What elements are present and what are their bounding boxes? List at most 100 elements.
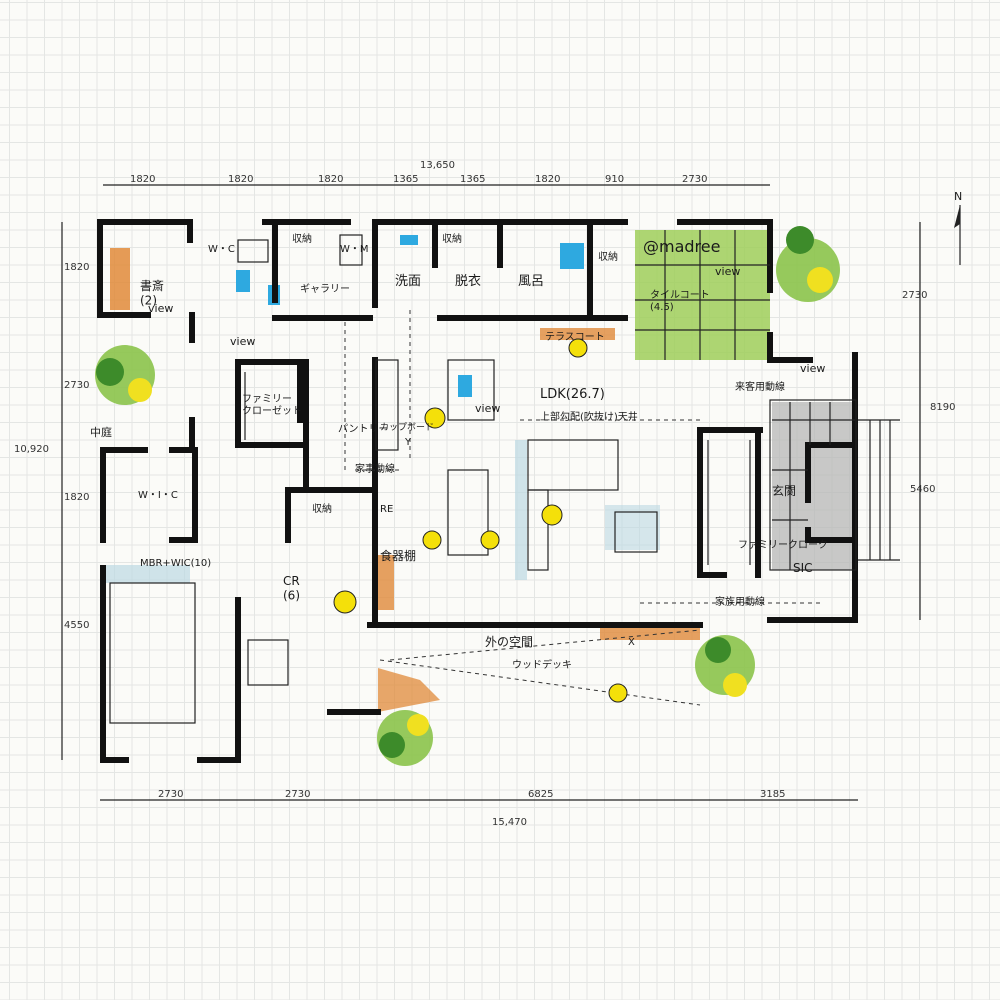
label-entrance: 玄関 bbox=[772, 483, 796, 498]
sofa-side bbox=[527, 489, 549, 571]
label-cr: CR(6) bbox=[283, 574, 300, 602]
label-tile-court: タイルコート(4.5) bbox=[650, 289, 710, 313]
annotations: view view view view view 家事動線 家族用動線 来客用動… bbox=[148, 265, 825, 648]
label-sic: SIC bbox=[793, 561, 813, 575]
label-family-cloak: ファミリークローク bbox=[738, 539, 828, 551]
label-cupboard: カップボード bbox=[380, 422, 434, 433]
svg-text:2730: 2730 bbox=[682, 174, 707, 185]
svg-text:2730: 2730 bbox=[285, 789, 310, 800]
label-wood-deck: ウッドデッキ bbox=[512, 658, 572, 671]
tree-south bbox=[377, 710, 433, 766]
svg-text:1365: 1365 bbox=[460, 174, 485, 185]
svg-text:2730: 2730 bbox=[158, 789, 183, 800]
label-washroom: 洗面 bbox=[395, 274, 421, 289]
svg-text:1820: 1820 bbox=[228, 174, 253, 185]
coffee-table bbox=[614, 511, 658, 553]
svg-text:8190: 8190 bbox=[930, 402, 955, 413]
deck-fill-1 bbox=[600, 625, 700, 640]
label-pantry: パントリー bbox=[338, 423, 389, 435]
annot-family-route: 家族用動線 bbox=[715, 595, 765, 608]
people-markers bbox=[333, 338, 628, 703]
view-label-2: view bbox=[230, 335, 255, 348]
dim-top-total: 13,650 bbox=[420, 160, 455, 171]
label-gallery: ギャラリー bbox=[300, 283, 350, 295]
label-courtyard: 中庭 bbox=[90, 425, 112, 439]
label-storage-1: 収納 bbox=[292, 232, 312, 245]
wood-counter-fill bbox=[540, 328, 615, 340]
label-wc-top: W・C bbox=[208, 244, 235, 255]
annot-y-mark: Y bbox=[404, 437, 412, 448]
svg-text:2730: 2730 bbox=[902, 290, 927, 301]
dim-top-segments: 1820 1820 1820 1365 1365 1820 910 2730 bbox=[130, 174, 707, 185]
svg-text:4550: 4550 bbox=[64, 620, 89, 631]
bed bbox=[109, 582, 196, 724]
kitchen-blue bbox=[458, 375, 472, 397]
view-label-4: view bbox=[715, 265, 740, 278]
label-outdoor-space: 外の空間 bbox=[485, 635, 533, 649]
tree-north-east bbox=[776, 226, 840, 302]
annot-guest-route: 来客用動線 bbox=[735, 380, 785, 393]
deck-fill-2 bbox=[378, 668, 440, 712]
chair bbox=[247, 639, 289, 686]
walls bbox=[97, 219, 858, 763]
dim-left-segments: 1820 2730 1820 4550 bbox=[64, 262, 89, 631]
view-label-5: view bbox=[800, 362, 825, 375]
fixtures-and-furniture bbox=[109, 230, 900, 724]
svg-text:1820: 1820 bbox=[318, 174, 343, 185]
annot-x-mark: X bbox=[628, 637, 635, 648]
label-wic-mid: W・I・C bbox=[138, 490, 178, 501]
label-storage-3: 収納 bbox=[598, 250, 618, 263]
svg-text:2730: 2730 bbox=[64, 380, 89, 391]
svg-text:1365: 1365 bbox=[393, 174, 418, 185]
annot-housework-route: 家事動線 bbox=[355, 462, 395, 475]
entrance-floor bbox=[769, 399, 857, 571]
svg-text:N: N bbox=[954, 190, 962, 203]
tile-court-fill bbox=[635, 230, 770, 360]
sink-blue-1 bbox=[400, 235, 418, 245]
dim-bottom-total: 15,470 bbox=[492, 817, 527, 828]
svg-text:3185: 3185 bbox=[760, 789, 785, 800]
svg-text:1820: 1820 bbox=[130, 174, 155, 185]
tree-court bbox=[95, 345, 155, 405]
tree-south-east bbox=[695, 635, 755, 697]
kitchen-sink bbox=[447, 359, 495, 421]
label-mbr: MBR+WIC(10) bbox=[140, 558, 211, 569]
svg-text:5460: 5460 bbox=[910, 484, 935, 495]
watermark: @madree bbox=[643, 237, 720, 256]
label-ldk-ceiling: 上部勾配(吹抜け)天井 bbox=[540, 410, 638, 423]
label-dish-shelf: 食器棚 bbox=[380, 548, 416, 563]
study-desk-fill bbox=[110, 248, 130, 310]
sofa-back bbox=[527, 439, 619, 491]
label-ldk: LDK(26.7) bbox=[540, 387, 605, 402]
shelf-fill bbox=[378, 555, 394, 610]
label-wm: W・M bbox=[340, 244, 369, 255]
room-labels: 書斎(2) W・C W・M 収納 収納 収納 ギャラリー 洗面 脱衣 風呂 タイ… bbox=[90, 232, 828, 671]
color-washes bbox=[100, 230, 856, 712]
svg-text:1820: 1820 bbox=[64, 492, 89, 503]
svg-text:6825: 6825 bbox=[528, 789, 553, 800]
label-study: 書斎(2) bbox=[140, 278, 164, 307]
toilet-blue bbox=[236, 270, 250, 292]
compass-north-arrow: N bbox=[954, 190, 962, 265]
view-label-1: view bbox=[148, 302, 173, 315]
dining-table bbox=[447, 469, 489, 556]
toilet-fixture bbox=[237, 239, 269, 263]
label-re: RE bbox=[380, 504, 393, 515]
dim-left-total: 10,920 bbox=[14, 444, 49, 455]
sofa-shadow bbox=[515, 440, 527, 580]
svg-text:910: 910 bbox=[605, 174, 624, 185]
dimension-lines bbox=[61, 184, 921, 801]
dim-bottom-segments: 2730 2730 6825 3185 bbox=[158, 789, 785, 800]
wm-fixture bbox=[339, 234, 363, 266]
bed-shadow bbox=[100, 565, 190, 583]
label-family-closet-1: ファミリークローゼット bbox=[242, 394, 302, 417]
circulation-lines bbox=[344, 310, 820, 706]
svg-text:1820: 1820 bbox=[64, 262, 89, 273]
label-bath: 風呂 bbox=[518, 274, 544, 289]
label-dressing: 脱衣 bbox=[455, 273, 481, 289]
label-storage-2: 収納 bbox=[442, 232, 462, 245]
bath-blue bbox=[560, 243, 584, 269]
view-label-3: view bbox=[475, 402, 500, 415]
label-terrace: テラスコート bbox=[545, 331, 605, 343]
